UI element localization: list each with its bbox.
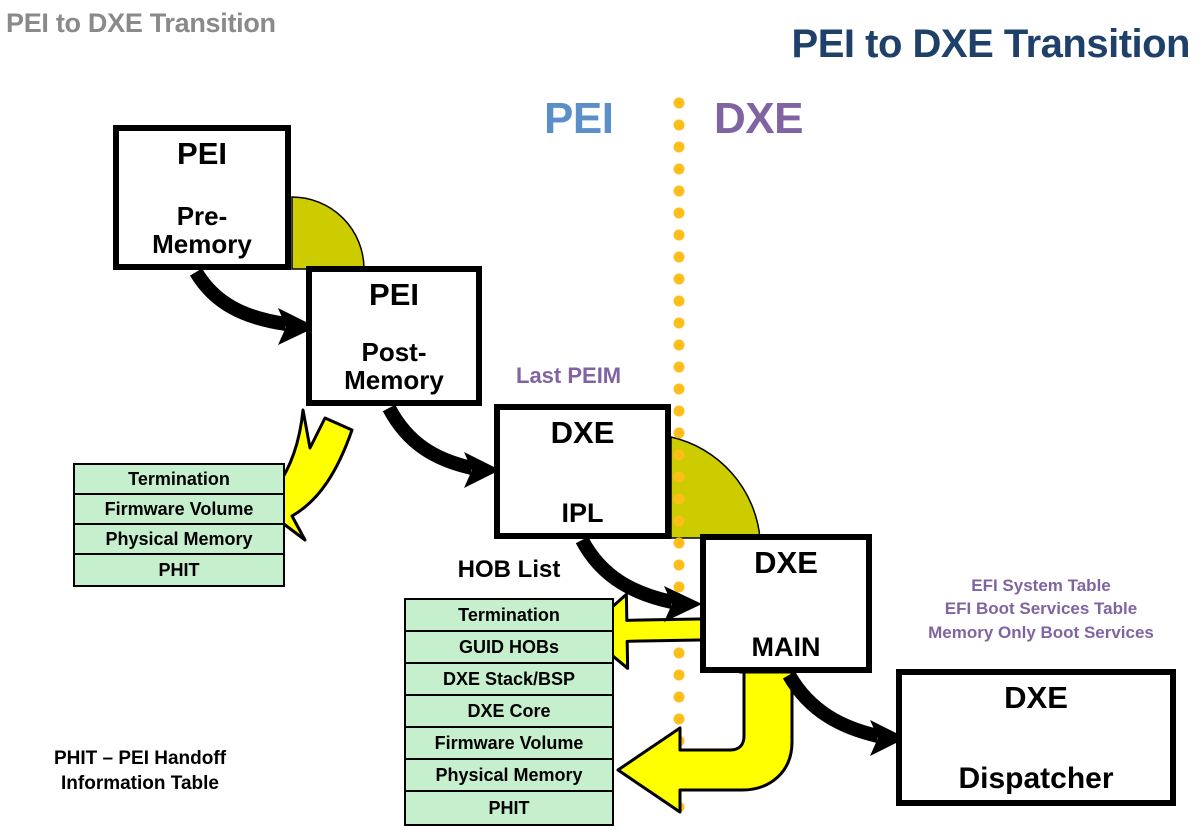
box-pei-post-memory-line1: PEI [369,277,419,312]
arrow-pei-post-to-ipl [382,404,474,475]
hob-list-table-row: GUID HOBs [406,632,612,664]
box-dxe-main-line2: MAIN [751,631,821,662]
box-dxe-ipl-line2: IPL [561,497,604,528]
pei-hob-table-row: Firmware Volume [75,495,283,525]
yellow-arrow-dxe-return [616,670,794,814]
arrow-pei-pre-to-post [189,268,288,331]
box-dxe-main-line1: DXE [754,545,818,580]
hob-list-table-row: PHIT [406,792,612,824]
box-pei-post-memory-line2: Post-Memory [344,337,444,395]
efi-note-line: Memory Only Boot Services [928,622,1154,642]
olive-disc-dxe [670,436,761,539]
box-dxe-main[interactable]: DXE MAIN [700,534,872,673]
hob-list-table-row: DXE Core [406,696,612,728]
box-pei-pre-memory-line2: Pre-Memory [152,201,252,259]
box-dxe-dispatcher[interactable]: DXE Dispatcher [896,669,1176,806]
arrowhead-ipl-to-main [664,586,702,622]
efi-note-line: EFI Boot Services Table [944,599,1138,619]
pei-hob-table-row: PHIT [75,555,283,585]
hob-list-table-row: Termination [406,600,612,632]
box-dxe-ipl[interactable]: DXE IPL [494,404,671,539]
watermark-title: PEI to DXE Transition [6,8,276,38]
page-title: PEI to DXE Transition [791,22,1191,66]
hob-list-table-row: Firmware Volume [406,728,612,760]
box-pei-pre-memory-line1: PEI [177,136,227,171]
pei-hob-table-row: Termination [75,465,283,495]
hob-list-table-row: Physical Memory [406,760,612,792]
arrow-main-to-dispatcher [782,671,880,743]
hob-list-table-row: DXE Stack/BSP [406,664,612,696]
box-dxe-ipl-line1: DXE [550,415,615,450]
box-pei-post-memory[interactable]: PEI Post-Memory [306,266,482,406]
box-pei-pre-memory[interactable]: PEI Pre-Memory [113,125,291,270]
hob-list-title: HOB List [457,556,561,583]
efi-note-line: EFI System Table [971,576,1111,595]
last-peim-label: Last PEIM [516,363,622,388]
phase-divider-dots [673,97,685,813]
phase-label-dxe: DXE [714,94,803,143]
box-dxe-dispatcher-line2: Dispatcher [958,761,1114,795]
olive-disc-pei [291,196,365,270]
pei-hob-table-row: Physical Memory [75,525,283,555]
phase-label-pei: PEI [544,94,614,143]
phit-footnote-line: PHIT – PEI Handoff [53,748,227,769]
phit-footnote-line: Information Table [61,773,219,795]
box-dxe-dispatcher-line1: DXE [1004,680,1068,715]
